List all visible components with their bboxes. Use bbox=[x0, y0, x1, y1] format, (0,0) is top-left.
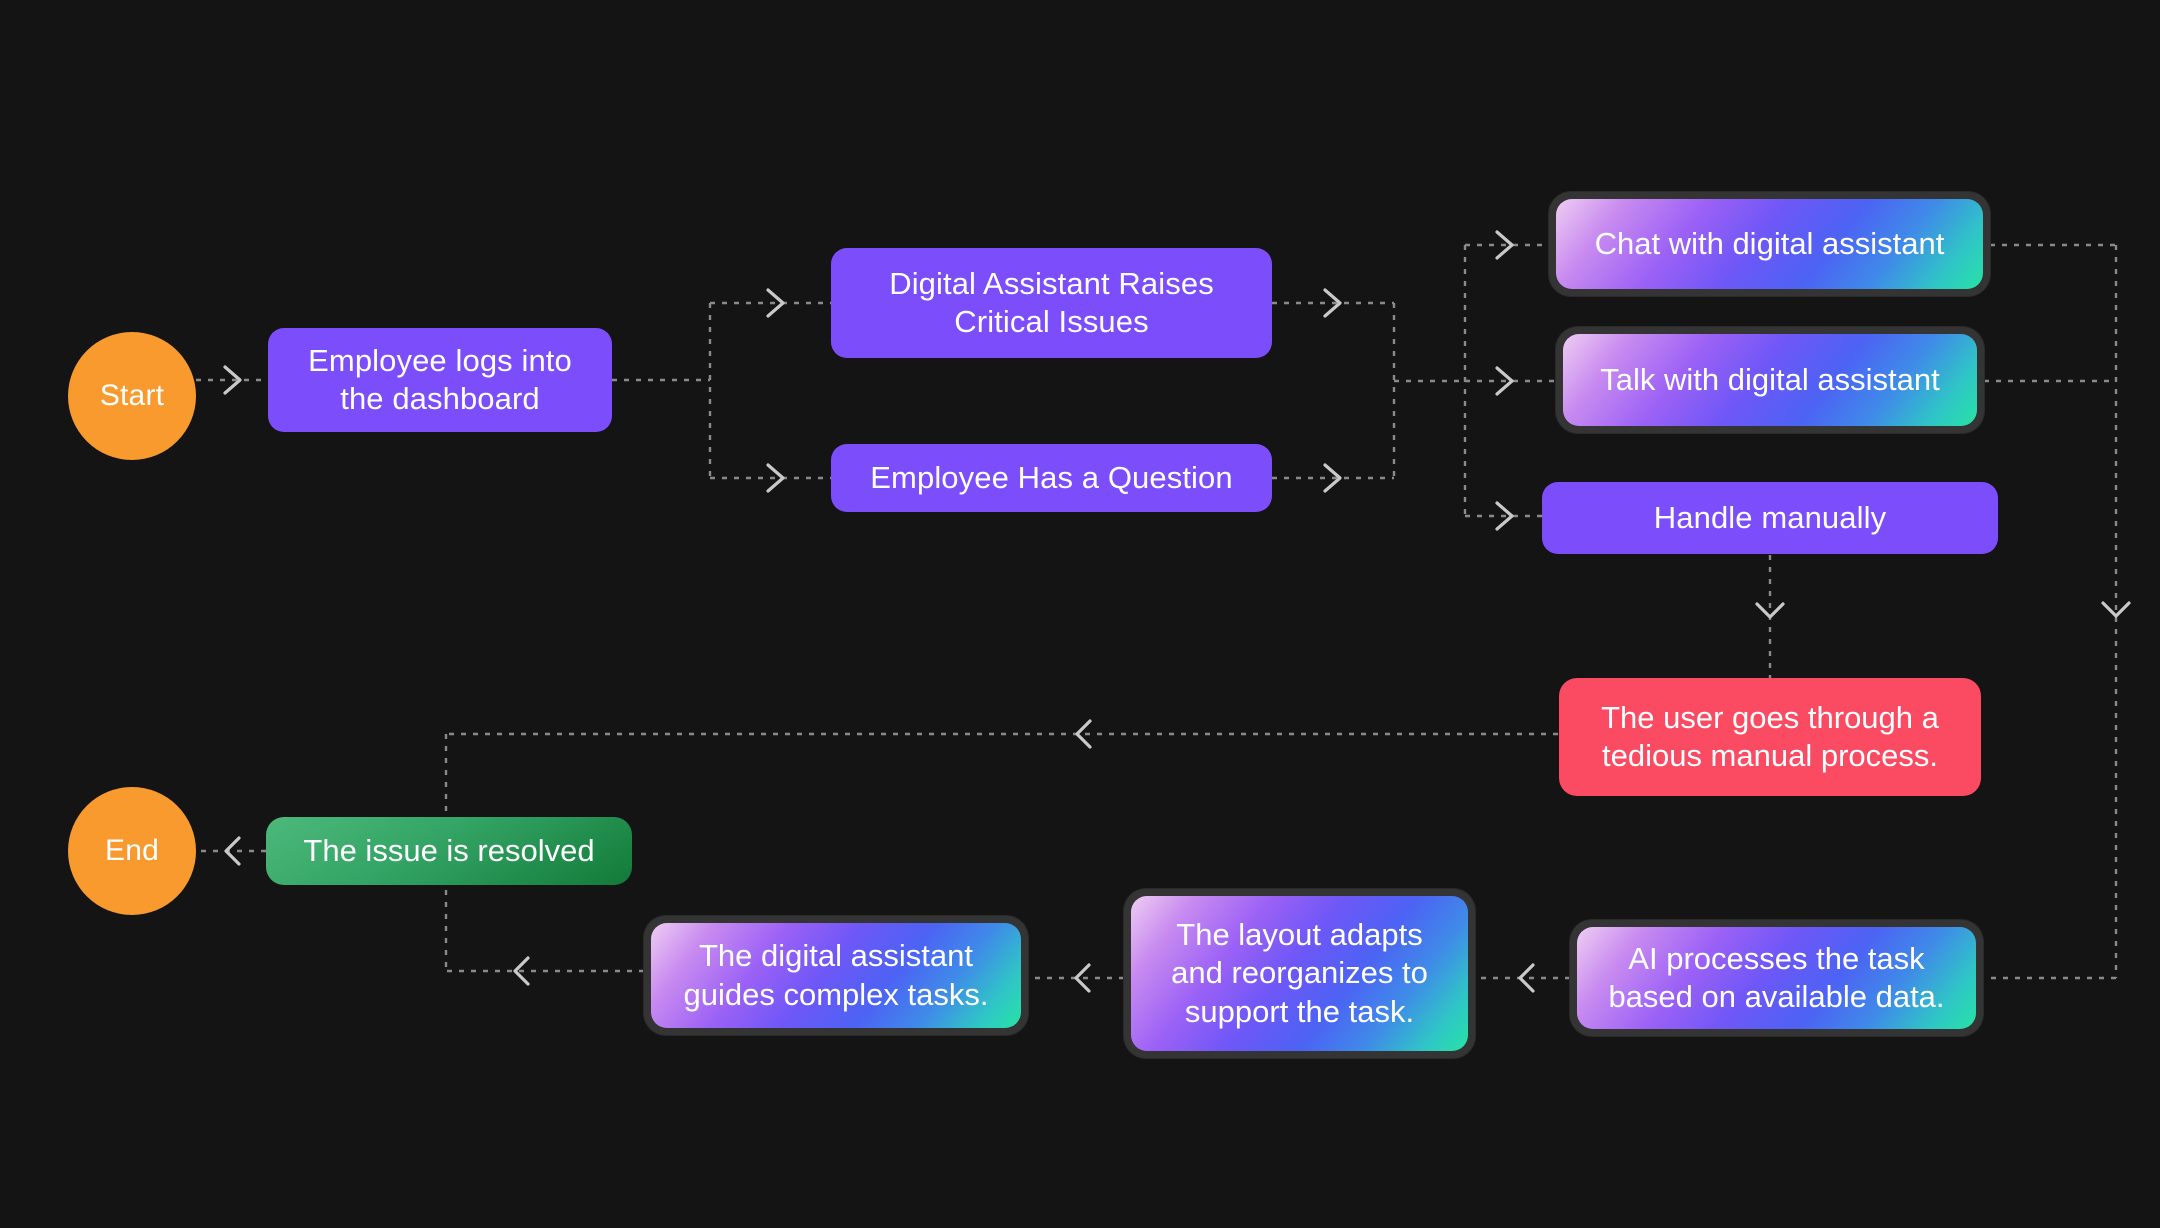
node-start-label: Start bbox=[99, 379, 165, 413]
node-employee-logs-in[interactable]: Employee logs into the dashboard bbox=[268, 328, 612, 432]
node-chat-assistant-label: Chat with digital assistant bbox=[1556, 199, 1983, 289]
node-chat-assistant[interactable]: Chat with digital assistant bbox=[1549, 192, 1990, 296]
node-start[interactable]: Start bbox=[68, 332, 196, 460]
arrow-to-login bbox=[223, 365, 242, 395]
node-end[interactable]: End bbox=[68, 787, 196, 915]
node-layout-adapts-label: The layout adapts and reorganizes to sup… bbox=[1131, 896, 1468, 1051]
arrow-to-layout bbox=[1518, 963, 1535, 993]
node-ai-processes-task-label: AI processes the task based on available… bbox=[1577, 927, 1976, 1029]
arrow-to-end bbox=[224, 836, 241, 866]
arrow-rightbus-down bbox=[2101, 601, 2131, 618]
arrow-tedious-leftbus bbox=[1075, 719, 1092, 749]
arrow-to-question bbox=[766, 463, 785, 493]
node-critical-issues-label: Digital Assistant Raises Critical Issues bbox=[889, 265, 1214, 339]
node-end-label: End bbox=[105, 834, 159, 868]
node-employee-question-label: Employee Has a Question bbox=[870, 459, 1233, 495]
arrow-to-guides bbox=[1074, 963, 1091, 993]
arrow-to-chat bbox=[1495, 230, 1514, 260]
node-talk-assistant-label: Talk with digital assistant bbox=[1563, 334, 1977, 426]
arrow-to-manual bbox=[1495, 501, 1514, 531]
node-assistant-guides-label: The digital assistant guides complex tas… bbox=[651, 923, 1021, 1028]
arrow-to-critical bbox=[766, 288, 785, 318]
node-layout-adapts[interactable]: The layout adapts and reorganizes to sup… bbox=[1124, 889, 1475, 1058]
arrow-guides-leftbus bbox=[513, 956, 530, 986]
node-handle-manually[interactable]: Handle manually bbox=[1542, 482, 1998, 554]
node-assistant-guides[interactable]: The digital assistant guides complex tas… bbox=[644, 916, 1028, 1035]
node-issue-resolved[interactable]: The issue is resolved bbox=[266, 817, 632, 885]
node-employee-logs-in-label: Employee logs into the dashboard bbox=[308, 342, 572, 416]
node-employee-question[interactable]: Employee Has a Question bbox=[831, 444, 1272, 512]
node-tedious-process-label: The user goes through a tedious manual p… bbox=[1601, 699, 1939, 773]
node-talk-assistant[interactable]: Talk with digital assistant bbox=[1556, 327, 1984, 433]
node-critical-issues[interactable]: Digital Assistant Raises Critical Issues bbox=[831, 248, 1272, 358]
arrow-critical-out bbox=[1323, 288, 1342, 318]
node-issue-resolved-label: The issue is resolved bbox=[303, 832, 595, 868]
arrow-to-tedious bbox=[1755, 602, 1785, 619]
node-ai-processes-task[interactable]: AI processes the task based on available… bbox=[1570, 920, 1983, 1036]
node-handle-manually-label: Handle manually bbox=[1653, 499, 1887, 535]
arrow-question-out bbox=[1323, 463, 1342, 493]
arrow-to-talk bbox=[1495, 366, 1514, 396]
node-tedious-process[interactable]: The user goes through a tedious manual p… bbox=[1559, 678, 1981, 796]
